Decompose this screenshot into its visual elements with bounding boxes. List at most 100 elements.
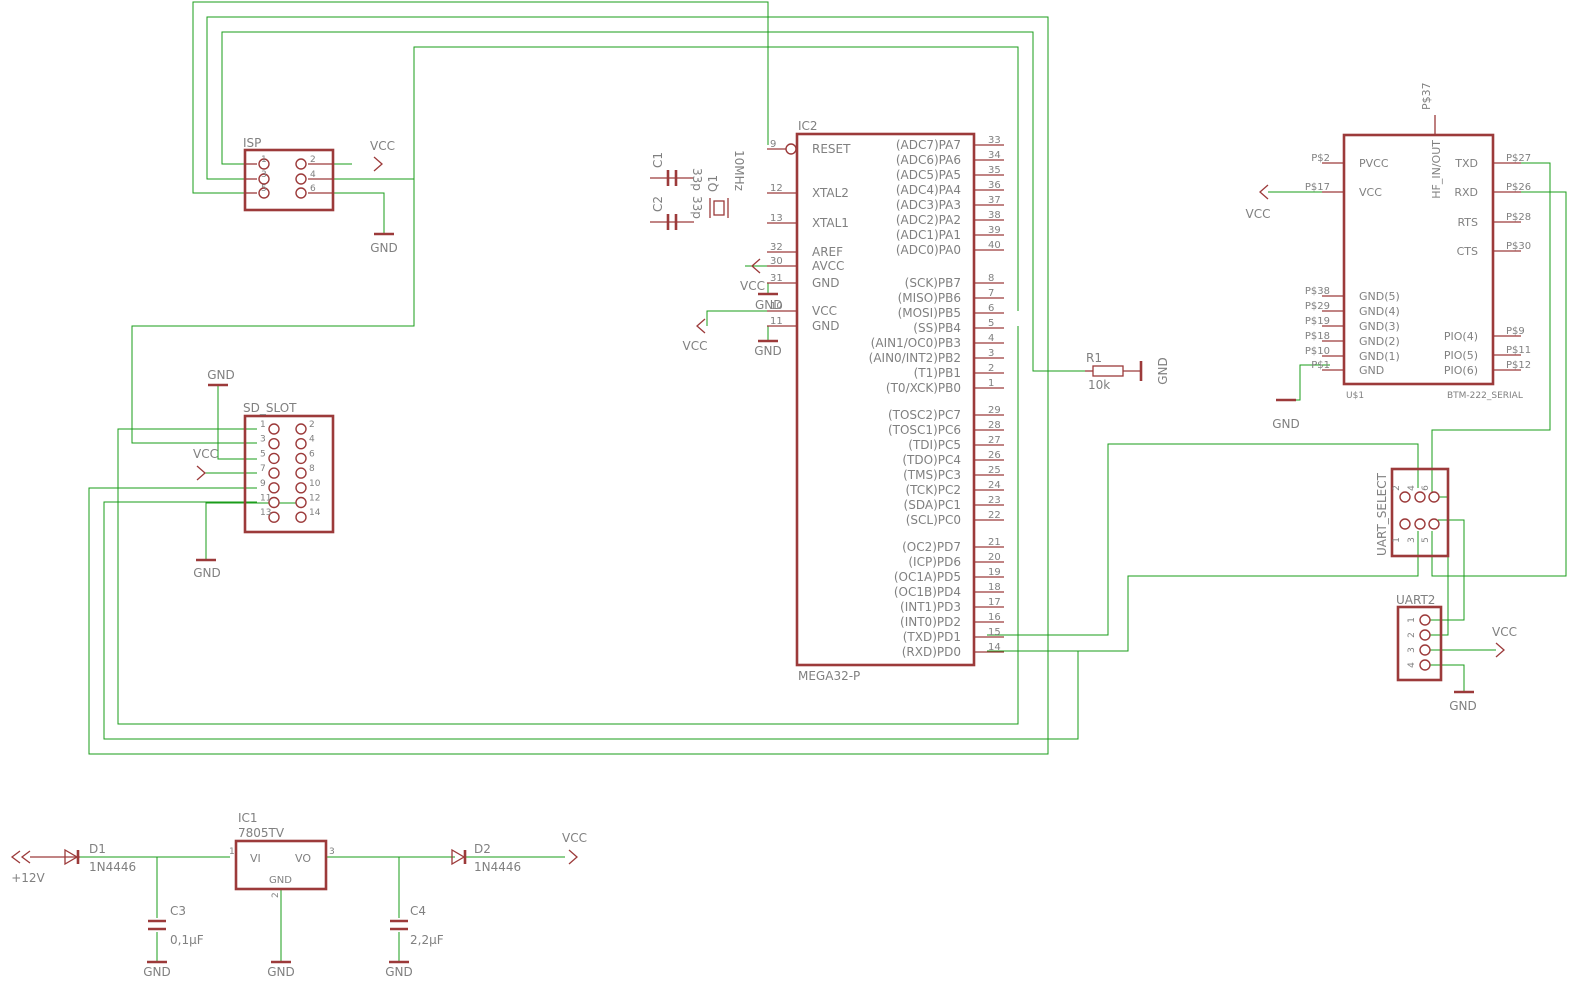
bt-pin-pad: P$12 xyxy=(1506,360,1531,371)
bt-pin-label: RTS xyxy=(1457,216,1478,229)
isp-pin-number: 3 xyxy=(261,170,267,180)
d1-diode-icon xyxy=(64,848,80,866)
d2-value: 1N4446 xyxy=(474,860,521,874)
mcu-pin-number: 34 xyxy=(988,150,1001,161)
d2-diode-icon xyxy=(451,848,467,866)
sd-pin-number: 5 xyxy=(260,449,266,459)
bt-pin-pad: P$27 xyxy=(1506,153,1531,164)
crystal-section xyxy=(650,170,729,230)
isp-connector xyxy=(243,148,335,212)
isp-pad xyxy=(295,173,307,185)
gnd-label: GND xyxy=(1449,699,1477,713)
bt-pin-label: GND(2) xyxy=(1359,335,1400,348)
uart2-pin-number: 4 xyxy=(1407,662,1417,668)
bt-pin-pad: P$1 xyxy=(1311,360,1330,371)
mcu-pin-label: (ADC0)PA0 xyxy=(896,243,961,257)
uart-select-connector xyxy=(1390,467,1450,558)
mcu-pin-label: (ICP)PD6 xyxy=(908,555,961,569)
vcc-label: VCC xyxy=(370,139,395,153)
mcu-pin-label: (INT1)PD3 xyxy=(900,600,961,614)
regulator-value: 7805TV xyxy=(238,826,285,840)
mcu-pin-label: (AIN1/OC0)PB3 xyxy=(871,336,961,350)
d1-value: 1N4446 xyxy=(89,860,136,874)
gnd-label: GND xyxy=(143,965,171,979)
mcu-pin-number: 30 xyxy=(770,256,783,267)
mcu-pin-number: 27 xyxy=(988,435,1001,446)
mcu-pin-label: AVCC xyxy=(812,259,844,273)
bt-pin-pad: P$17 xyxy=(1305,182,1330,193)
uart2-pin-number: 3 xyxy=(1407,647,1417,653)
mcu-pin-number: 25 xyxy=(988,465,1001,476)
mcu-pin-label: (TOSC2)PC7 xyxy=(888,408,961,422)
sd-pin-number: 10 xyxy=(309,479,321,489)
sd-pad xyxy=(295,438,307,450)
bt-pin-pad: P$2 xyxy=(1311,153,1330,164)
gnd-label: GND xyxy=(267,965,295,979)
bt-pin-label: GND(1) xyxy=(1359,350,1400,363)
mcu-pin-number: 10 xyxy=(770,301,783,312)
sd-pin-number: 14 xyxy=(309,508,321,518)
plus12v-label: +12V xyxy=(11,871,45,885)
bt-pin-pad: P$9 xyxy=(1506,326,1525,337)
sd-pin-number: 6 xyxy=(309,449,315,459)
isp-pad xyxy=(258,187,270,199)
mcu-pin-number: 3 xyxy=(988,348,994,359)
regulator-pin-label: VO xyxy=(295,852,311,865)
isp-pad xyxy=(258,173,270,185)
gnd-label: GND xyxy=(207,368,235,382)
vcc-arrow-icon xyxy=(568,849,578,865)
mcu-pin-label: (RXD)PD0 xyxy=(902,645,961,659)
mcu-pin-label: (SCK)PB7 xyxy=(905,276,961,290)
wire-uart2-1 xyxy=(1430,496,1449,636)
isp-pin-number: 6 xyxy=(310,184,316,194)
crystal-body xyxy=(713,200,725,216)
mcu-pin-label: (SCL)PC0 xyxy=(906,513,961,527)
sd-pad xyxy=(295,467,307,479)
bt-pin-pad: P$19 xyxy=(1305,316,1330,327)
mcu-pin-label: (SS)PB4 xyxy=(913,321,961,335)
mcu-pin-number: 32 xyxy=(770,242,783,253)
vcc-arrow-icon xyxy=(1495,642,1505,658)
mcu-pin-number: 5 xyxy=(988,318,994,329)
isp-name: ISP xyxy=(243,136,261,150)
mcu-pin-number: 15 xyxy=(988,627,1001,638)
sd-pin-number: 11 xyxy=(260,494,271,504)
mcu-pin-label: (TXD)PD1 xyxy=(903,630,961,644)
wire-ss xyxy=(117,326,1019,725)
mcu-pin-number: 17 xyxy=(988,597,1001,608)
uart-select-pad xyxy=(1414,518,1426,530)
bt-pin-pad: P$11 xyxy=(1506,345,1531,356)
isp-pin-number: 4 xyxy=(310,170,316,180)
uart2-pad xyxy=(1419,614,1431,626)
mcu-pin-label: (MISO)PB6 xyxy=(898,291,961,305)
vcc-label: VCC xyxy=(740,279,765,293)
uart2-pad xyxy=(1419,644,1431,656)
wire-uart2-2 xyxy=(1430,519,1465,621)
sd-pad xyxy=(295,511,307,523)
mcu-pin-number: 33 xyxy=(988,135,1001,146)
uart-select-pad xyxy=(1428,491,1440,503)
wire-sck-sd xyxy=(88,283,1049,755)
q1-name: Q1 xyxy=(706,175,720,192)
mcu-pin-number: 24 xyxy=(988,480,1001,491)
isp-pad xyxy=(295,187,307,199)
sd-pin-number: 9 xyxy=(260,479,266,489)
wire-reset xyxy=(192,1,769,194)
mcu-pin-label: AREF xyxy=(812,245,843,259)
regulator-name: IC1 xyxy=(238,811,258,825)
d2-name: D2 xyxy=(474,842,491,856)
sd-pad xyxy=(268,438,280,450)
uart-select-pin-number: 4 xyxy=(1407,485,1417,491)
mcu-pin-label: (OC1B)PD4 xyxy=(894,585,961,599)
gnd-label: GND xyxy=(193,566,221,580)
c3-capacitor-icon xyxy=(148,919,166,931)
uart-select-pin-number: 5 xyxy=(1421,537,1431,543)
mcu-pin-number: 37 xyxy=(988,195,1001,206)
uart-select-pin-number: 2 xyxy=(1392,485,1402,491)
mcu-pin-label: (ADC3)PA3 xyxy=(896,198,961,212)
uart2-connector xyxy=(1396,605,1443,682)
vcc-arrow-icon xyxy=(373,156,383,172)
uart-select-pad xyxy=(1399,518,1411,530)
c1-name: C1 xyxy=(651,152,665,168)
